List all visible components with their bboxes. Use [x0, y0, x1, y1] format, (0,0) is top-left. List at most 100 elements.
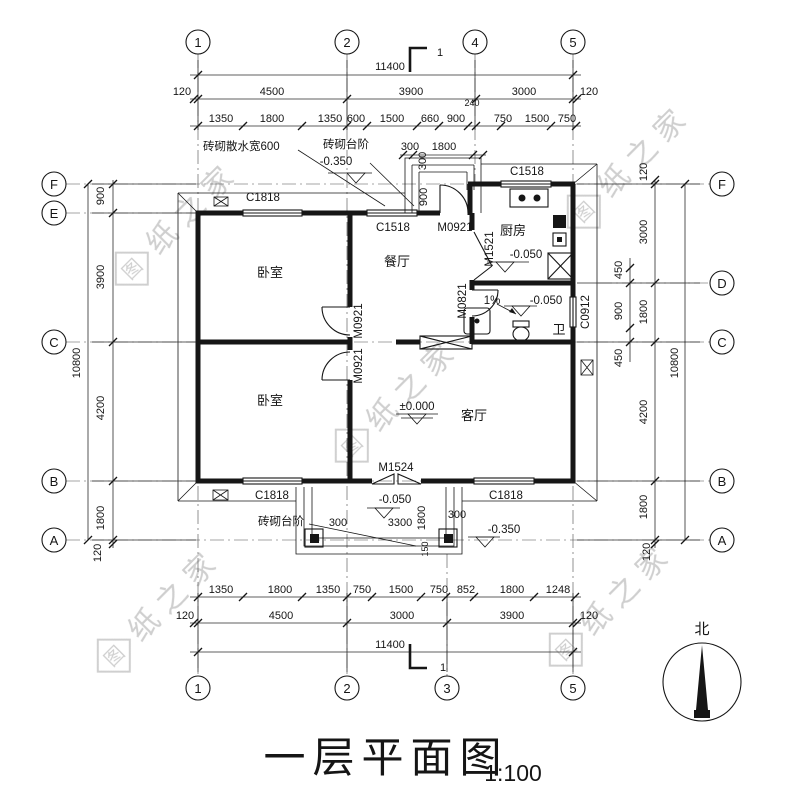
room-bath: 卫	[552, 322, 565, 337]
room-dining: 餐厅	[384, 254, 410, 269]
dim-top-minor-9: 1500	[525, 113, 549, 125]
dim-text-rear: 300 1800 300 900	[401, 141, 456, 206]
note-slope: 1%	[484, 295, 501, 307]
watermark-text: 纸之家	[574, 536, 680, 642]
dim-bottom-major-0: 120	[176, 610, 194, 622]
dim-left-overall: 10800	[71, 348, 83, 379]
dim-porch-1: 3300	[388, 517, 412, 529]
north-needle	[696, 645, 708, 710]
svg-text:F: F	[718, 177, 726, 192]
svg-text:2: 2	[343, 35, 350, 50]
column-mark	[212, 489, 229, 501]
dim-bottom-minor-7: 1800	[500, 584, 524, 596]
kitchen-sink	[547, 252, 574, 280]
rear-steps	[404, 157, 482, 213]
dim-top-minor-0: 1350	[209, 113, 233, 125]
dim-top-minor-1: 1800	[260, 113, 284, 125]
dim-rear-3: 900	[418, 188, 430, 206]
label-m0921-lower: M0921	[353, 348, 365, 383]
slope-arrow	[496, 303, 517, 315]
dim-top-major-2: 3900	[399, 86, 423, 98]
dim-right-3: 1800	[638, 495, 650, 519]
door-m0821-bath	[471, 289, 499, 317]
grid-bubble-left-C: C	[41, 329, 67, 355]
grid-bubble-top-1: 1	[185, 29, 211, 55]
svg-text:C: C	[717, 335, 726, 350]
dim-bottom-major-1: 4500	[269, 610, 293, 622]
level-zero: ±0.000	[399, 401, 434, 413]
grid-bubble-top-4: 4	[462, 29, 488, 55]
dim-top-minor-5: 660	[421, 113, 439, 125]
dim-bottom-minor-3: 750	[353, 584, 371, 596]
dim-text-porch: 300 3300 1800 300 150	[329, 506, 466, 557]
label-c1818-bottom-right: C1818	[489, 490, 523, 502]
grid-bubble-right-F: F	[709, 171, 735, 197]
stove	[509, 188, 549, 208]
room-living: 客厅	[461, 408, 487, 423]
dim-bottom-overall: 11400	[375, 639, 405, 651]
label-c1818-bottom-left: C1818	[255, 490, 289, 502]
dim-top-major-1: 4500	[260, 86, 284, 98]
dim-bottom-minor-4: 1500	[389, 584, 413, 596]
grid-bubble-top-2: 2	[334, 29, 360, 55]
grid-bubble-bottom-3: 3	[434, 675, 460, 701]
dim-top-minor-6: 900	[447, 113, 465, 125]
dim-bottom-minor-0: 1350	[209, 584, 233, 596]
bath-fixtures	[463, 303, 530, 342]
grid-bubbles: 1 2 4 5 1 2 3 5 F E C B A F D C B A	[41, 29, 735, 701]
svg-text:A: A	[50, 533, 59, 548]
svg-text:4: 4	[471, 35, 478, 50]
level-porch: -0.050	[379, 494, 412, 506]
svg-text:E: E	[50, 206, 59, 221]
dim-left-3: 1800	[95, 506, 107, 530]
dim-porch-0: 300	[329, 517, 347, 529]
dim-bottom-minor-6: 852	[457, 584, 475, 596]
dim-left-1: 3900	[95, 265, 107, 289]
north-arrow: 北	[662, 621, 742, 722]
svg-text:1: 1	[194, 35, 201, 50]
dim-right-0: 3000	[638, 220, 650, 244]
dim-bottom-minor-5: 750	[430, 584, 448, 596]
watermark-logo: 图	[553, 637, 581, 665]
note-labels: 砖砌散水宽600 砖砌台阶 砖砌台阶 1%	[203, 137, 500, 528]
dim-rear-2: 300	[417, 152, 429, 170]
dim-right-2: 4200	[638, 400, 650, 424]
dim-left-2: 4200	[95, 396, 107, 420]
svg-text:A: A	[718, 533, 727, 548]
label-m0821: M0821	[457, 283, 469, 318]
dim-text-top: 11400 120 4500 3900 3000 120 1350 1800 1…	[173, 61, 598, 125]
grid-bubble-left-B: B	[41, 468, 67, 494]
grid-bubble-right-D: D	[709, 270, 735, 296]
svg-text:2: 2	[343, 681, 350, 696]
svg-text:B: B	[718, 474, 727, 489]
watermark-logo: 图	[101, 643, 129, 671]
dim-top-minor-7: 240	[464, 98, 479, 108]
dimension-ticks	[83, 70, 690, 657]
dim-right-1: 1800	[638, 300, 650, 324]
dim-left-0: 900	[95, 187, 107, 205]
opening-labels: C1818 C1518 M0921 C1518 C1818 C1818 M152…	[246, 166, 592, 502]
toilet	[512, 320, 530, 342]
porch-column	[438, 528, 458, 548]
watermarks: 图 纸之家 图 纸之家 图 纸之家 图 纸之家 图 纸之家	[96, 98, 698, 673]
level-mark-bath	[504, 305, 537, 317]
leader-lines	[297, 149, 417, 547]
grid-bubble-bottom-2: 2	[334, 675, 360, 701]
door-m0921-lower	[321, 351, 351, 381]
dim-top-minor-10: 750	[558, 113, 576, 125]
apron-outline	[177, 163, 598, 502]
level-bottom-right: -0.350	[488, 524, 521, 536]
grid-bubble-top-5: 5	[560, 29, 586, 55]
dim-right-sub-1: 900	[613, 302, 625, 320]
level-bath: -0.050	[530, 295, 563, 307]
dim-right-edge-top: 120	[638, 163, 650, 181]
window-c0912-right	[569, 296, 577, 328]
door-m0921-rear	[439, 184, 469, 214]
door-m1521-kitchen	[473, 231, 493, 281]
drawing-scale: 1:100	[484, 760, 542, 786]
note-steps-front: 砖砌台阶	[258, 514, 304, 528]
grid-bubble-right-C: C	[709, 329, 735, 355]
dim-bottom-minor-1: 1800	[268, 584, 292, 596]
dim-left-edge: 120	[92, 544, 104, 562]
